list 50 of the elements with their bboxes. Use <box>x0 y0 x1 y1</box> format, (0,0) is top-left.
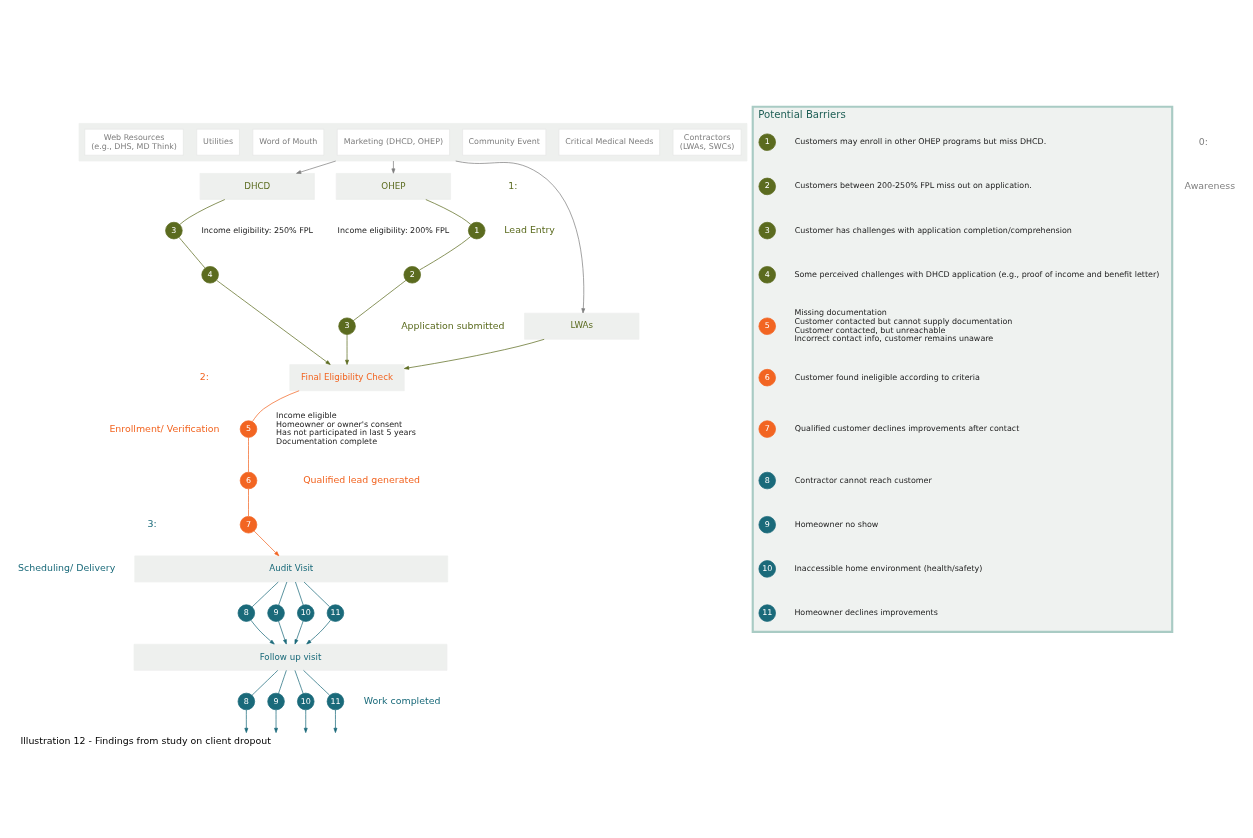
node-box: DHCD <box>199 172 315 200</box>
label: 1: <box>508 179 518 191</box>
arrow <box>253 530 280 556</box>
connector <box>251 581 279 607</box>
arrow <box>244 709 249 733</box>
node-box: Follow up visit <box>133 643 448 671</box>
caption: Illustration 12 - Findings from study on client dropout <box>20 734 271 746</box>
arrow <box>216 279 331 365</box>
node-box: Final Eligibility Check <box>289 363 405 391</box>
label: Application submitted <box>401 319 505 331</box>
arrow <box>250 619 275 644</box>
arrow <box>404 338 545 370</box>
connector <box>252 389 300 422</box>
node-box: OHEP <box>335 172 451 200</box>
arrow <box>391 160 396 174</box>
connector <box>248 488 249 516</box>
label: Qualified lead generated <box>303 473 420 485</box>
arrow <box>274 709 278 733</box>
label: Lead Entry <box>504 223 555 235</box>
node-box: LWAs <box>524 312 640 340</box>
arrow <box>296 160 337 174</box>
arrow <box>333 709 338 733</box>
arrow <box>278 620 287 644</box>
label: 2: <box>199 370 209 382</box>
arrow <box>303 709 308 733</box>
connector <box>278 581 288 605</box>
arrow <box>345 333 349 365</box>
connector <box>294 669 304 694</box>
label: Work completed <box>363 694 441 706</box>
label: 3: <box>147 517 157 529</box>
connector <box>419 235 471 270</box>
arrow <box>294 620 304 644</box>
label: Scheduling/ Delivery <box>18 561 116 573</box>
connector <box>353 279 407 321</box>
arrow <box>306 619 331 644</box>
connector <box>179 198 226 225</box>
connector <box>178 236 206 268</box>
connector <box>248 436 249 472</box>
label: Awareness <box>1184 179 1236 191</box>
label: Enrollment/ Verification <box>109 422 220 434</box>
label: 0: <box>1198 135 1208 147</box>
cluster <box>78 122 748 161</box>
connector <box>251 669 279 696</box>
connector <box>303 669 330 696</box>
connector <box>295 581 304 605</box>
arrow <box>455 160 586 313</box>
node-box: Audit Visit <box>134 555 449 582</box>
connector <box>278 669 287 694</box>
connector <box>425 198 472 225</box>
connector <box>303 581 331 607</box>
